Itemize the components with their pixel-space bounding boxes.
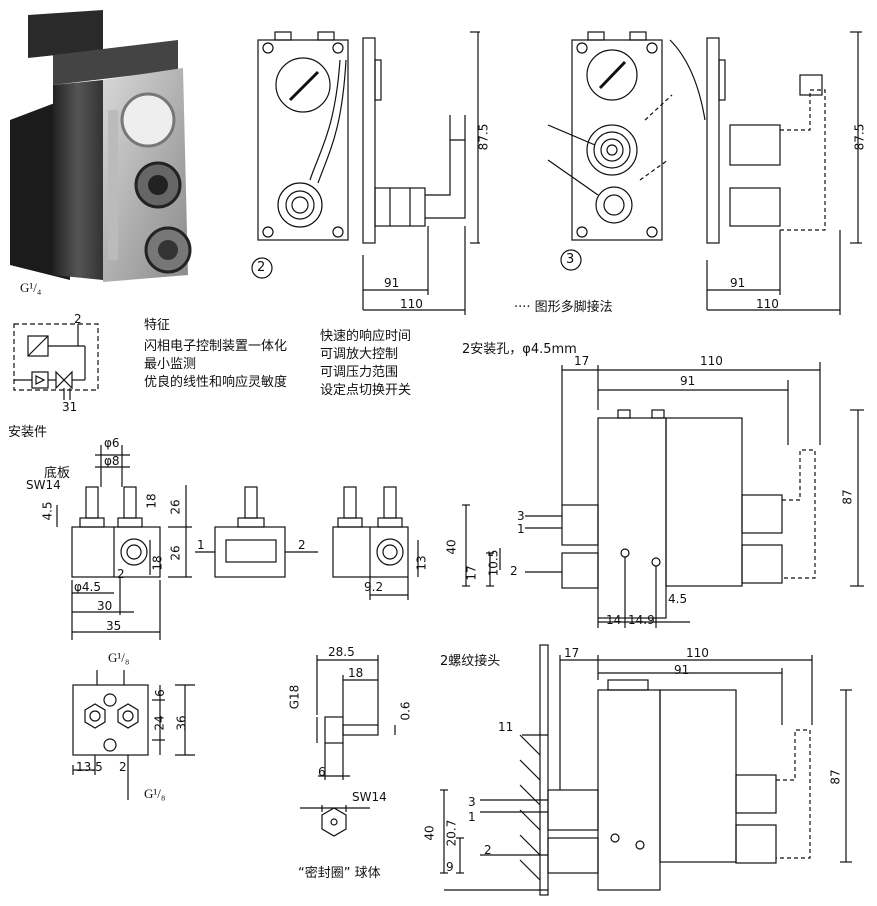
- plug-dim-6: 6: [318, 765, 326, 779]
- br-dim-11: 11: [498, 720, 514, 734]
- tr-dim-91: 91: [680, 374, 696, 388]
- tr-dim-40: 40: [444, 539, 459, 555]
- plug-thread-g18: G18: [287, 684, 302, 710]
- br-dim-40: 40: [422, 825, 437, 841]
- plate-dim-6: 6: [152, 689, 167, 697]
- bottom-right-view: [440, 644, 852, 896]
- sw14-label: SW14: [26, 478, 61, 492]
- symbol-port-31: 31: [62, 400, 78, 414]
- dim-30: 30: [97, 599, 113, 613]
- br-dim-110: 110: [686, 646, 709, 660]
- features-left-list: 闪相电子控制装置一体化 最小监测 优良的线性和响应灵敏度: [144, 338, 287, 392]
- mount-block-2: [195, 486, 318, 578]
- port-2-label: 2: [117, 567, 125, 581]
- br-dim-9: 9: [446, 860, 454, 874]
- phi8-label: φ8: [104, 454, 120, 468]
- tr-port-2: 2: [510, 564, 518, 578]
- top-right-view: [462, 362, 864, 628]
- dim-18: 18: [144, 493, 159, 509]
- br-port-2: 2: [484, 843, 492, 857]
- dim-26b: 26: [168, 545, 183, 561]
- tr-dim-4-5: 4.5: [668, 592, 688, 606]
- view3-circle-label: 3: [566, 252, 575, 267]
- phi4-5-label: φ4.5: [74, 580, 101, 594]
- multi-pin-note: ···· 图形多脚接法: [514, 300, 613, 315]
- plate-dim-13-5: 13.5: [76, 760, 103, 774]
- plug-caption: “密封圈” 球体: [298, 866, 381, 881]
- plug-sw14: SW14: [352, 790, 387, 804]
- tr-dim-110: 110: [700, 354, 723, 368]
- view3-side: [669, 31, 862, 315]
- plate-dim-24: 24: [152, 715, 167, 731]
- tr-dim-14-9: 14.9: [628, 613, 655, 627]
- br-dim-20-7: 20.7: [444, 819, 459, 847]
- feature-item: 闪相电子控制装置一体化: [144, 339, 288, 354]
- view2-circle-label: 2: [257, 260, 266, 275]
- symbol-port-2: 2: [74, 312, 82, 326]
- features-right-list: 快速的响应时间 可调放大控制 可调压力范围 设定点切换开关: [320, 328, 411, 400]
- thread-label: G¹/₄: [20, 280, 42, 295]
- tr-dim-17b: 17: [464, 565, 479, 581]
- manifold-plate: [72, 670, 195, 800]
- feature-item: 最小监测: [144, 357, 197, 372]
- dim-26: 26: [168, 499, 183, 515]
- feature-item: 可调压力范围: [320, 365, 399, 380]
- plate-dim-36: 36: [174, 715, 189, 731]
- tr-port-1: 1: [517, 522, 525, 536]
- dim-18b: 18: [150, 555, 165, 571]
- view2-dim-110: 110: [400, 297, 423, 311]
- mount-block-3: [332, 486, 419, 600]
- tr-port-3: 3: [517, 509, 525, 523]
- br-dim-91: 91: [674, 663, 690, 677]
- product-photo: [8, 10, 208, 285]
- view2-side: [362, 31, 480, 315]
- dim-4-5: 4.5: [40, 501, 55, 521]
- feature-item: 设定点切换开关: [320, 383, 412, 398]
- tr-dim-10-5: 10.5: [486, 549, 501, 577]
- plug-dim-28-5: 28.5: [328, 645, 355, 659]
- tr-dim-14: 14: [606, 613, 622, 627]
- tr-dim-17: 17: [574, 354, 590, 368]
- thread-fittings-title: 2螺纹接头: [440, 654, 501, 669]
- feature-item: 优良的线性和响应灵敏度: [144, 375, 288, 390]
- features-title: 特征: [144, 318, 171, 333]
- plug-dim-0-6: 0.6: [398, 701, 413, 721]
- plug-fitting: [300, 655, 396, 837]
- port-2b-label: 2: [298, 538, 306, 552]
- view3-height: 87.5: [852, 123, 867, 151]
- view2-dim-91: 91: [384, 276, 400, 290]
- valve-symbol: [13, 323, 99, 400]
- view3-dim-91: 91: [730, 276, 746, 290]
- br-dim-87: 87: [828, 769, 843, 785]
- br-port-3: 3: [468, 795, 476, 809]
- plate-g18-bottom: G¹/₈: [144, 786, 166, 801]
- view2-front: [257, 31, 349, 241]
- plate-g18-top: G¹/₈: [108, 650, 130, 665]
- base-plate-label: 底板: [44, 466, 71, 481]
- dim-35: 35: [106, 619, 122, 633]
- dim-9-2: 9.2: [364, 580, 384, 594]
- view3-dim-110: 110: [756, 297, 779, 311]
- tr-dim-87: 87: [840, 489, 855, 505]
- port-1-label: 1: [197, 538, 205, 552]
- view3-front: [547, 31, 673, 241]
- feature-item: 快速的响应时间: [320, 329, 412, 344]
- dim-13: 13: [414, 555, 429, 571]
- mount-block-1: [56, 445, 192, 640]
- plug-dim-18: 18: [348, 666, 364, 680]
- mounting-holes-title: 2安装孔，φ4.5mm: [462, 342, 577, 357]
- view2-height: 87.5: [476, 123, 491, 151]
- mounting-title: 安装件: [8, 425, 48, 440]
- feature-item: 可调放大控制: [320, 347, 399, 362]
- phi6-label: φ6: [104, 436, 120, 450]
- br-port-1: 1: [468, 810, 476, 824]
- plate-dim-2: 2: [119, 760, 127, 774]
- br-dim-17: 17: [564, 646, 580, 660]
